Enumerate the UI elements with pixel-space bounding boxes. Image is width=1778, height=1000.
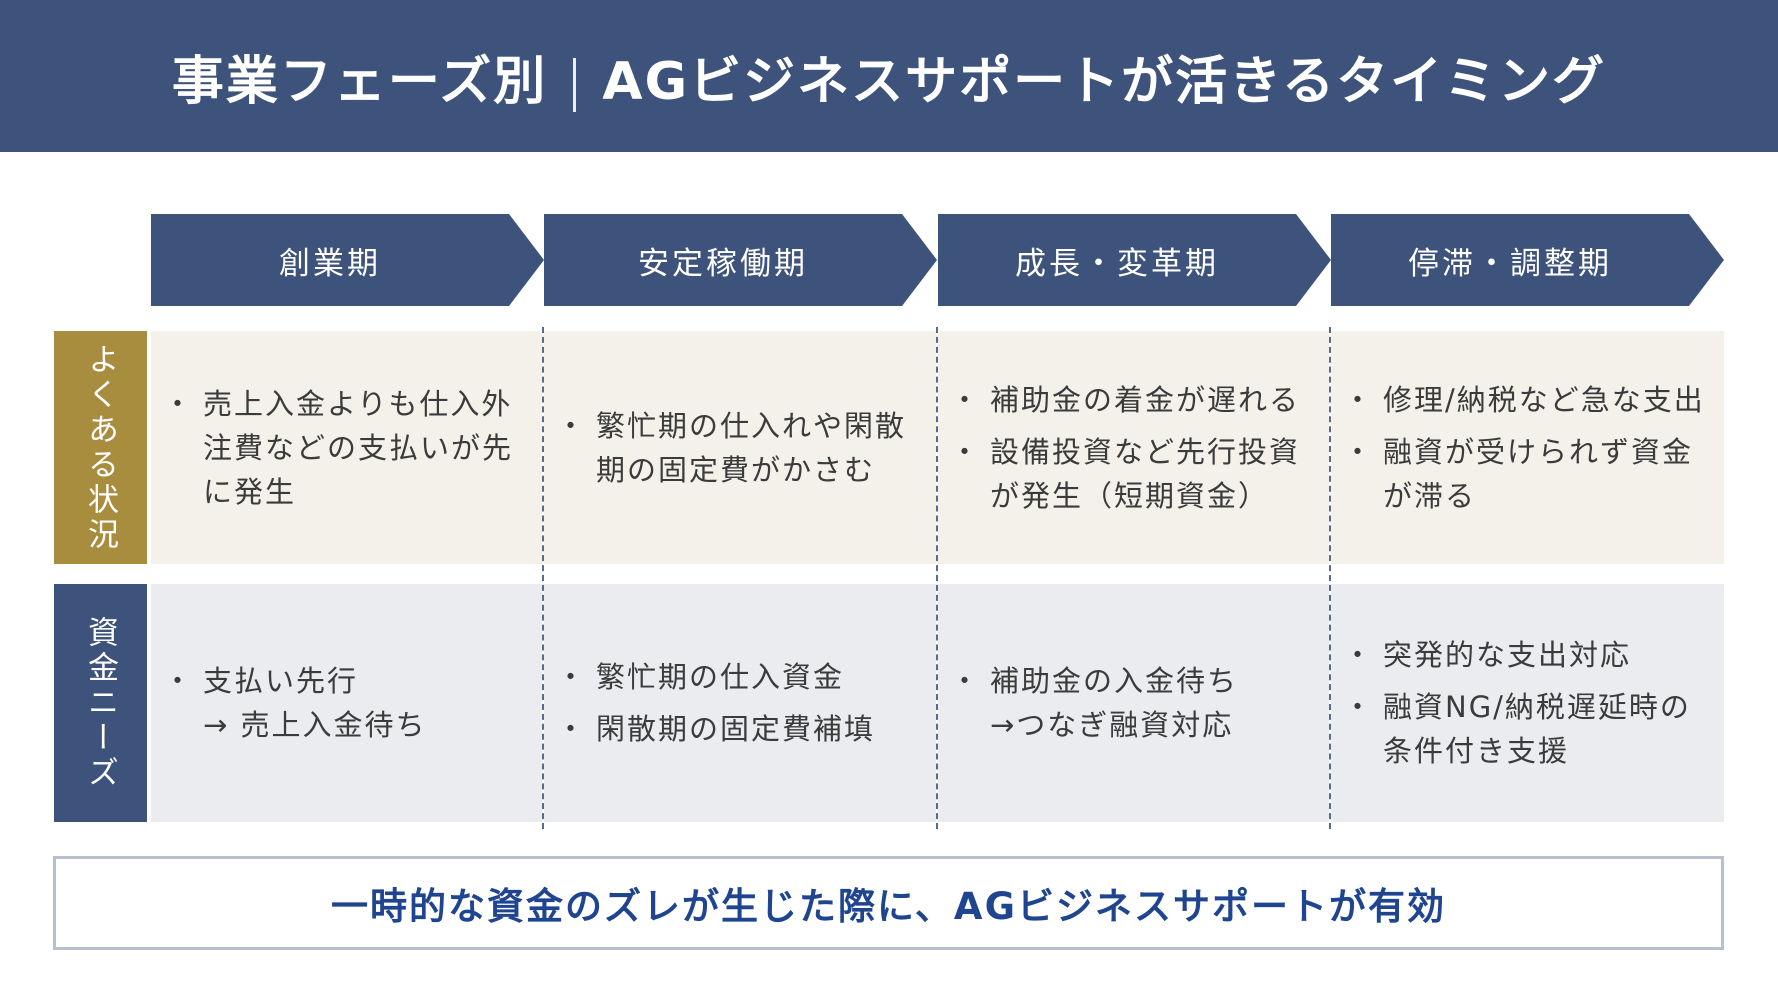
column-divider bbox=[542, 327, 544, 829]
cell-needs-growth: 補助金の入金待ち →つなぎ融資対応 bbox=[938, 584, 1329, 822]
chevron-arrow-icon bbox=[151, 214, 544, 306]
cell-needs-startup: 支払い先行 → 売上入金待ち bbox=[151, 584, 542, 822]
page-title-right: AGビジネスサポートが活きるタイミング bbox=[602, 51, 1607, 112]
bullet-item: 繁忙期の仕入れや閑散期の固定費がかさむ bbox=[556, 404, 926, 492]
page-title: 事業フェーズ別 AGビジネスサポートが活きるタイミング bbox=[172, 39, 1606, 114]
phase-arrow-startup: 創業期 bbox=[151, 214, 544, 306]
cell-situation-growth: 補助金の着金が遅れる 設備投資など先行投資が発生（短期資金） bbox=[938, 331, 1329, 564]
bullet-item: 融資が受けられず資金が滞る bbox=[1343, 430, 1714, 518]
phase-label: 成長・変革期 bbox=[1015, 245, 1219, 282]
cell-situation-startup: 売上入金よりも仕入外注費などの支払いが先に発生 bbox=[151, 331, 542, 564]
bullet-item: 閑散期の固定費補填 bbox=[556, 707, 875, 751]
page-title-left: 事業フェーズ別 bbox=[171, 51, 548, 112]
cell-situation-stable: 繁忙期の仕入れや閑散期の固定費がかさむ bbox=[544, 331, 936, 564]
row-label-funding-needs: 資金ニーズ bbox=[54, 584, 147, 822]
bullet-item: 売上入金よりも仕入外注費などの支払いが先に発生 bbox=[163, 382, 532, 514]
bullet-item: 支払い先行 → 売上入金待ち bbox=[163, 659, 427, 747]
summary-box: 一時的な資金のズレが生じた際に、AGビジネスサポートが有効 bbox=[53, 856, 1724, 950]
chevron-arrow-icon bbox=[544, 214, 937, 306]
bullet-item: 補助金の入金待ち →つなぎ融資対応 bbox=[950, 659, 1238, 747]
chevron-arrow-icon bbox=[938, 214, 1331, 306]
title-banner: 事業フェーズ別 AGビジネスサポートが活きるタイミング bbox=[0, 0, 1778, 152]
phase-arrow-stable: 安定稼働期 bbox=[544, 214, 937, 306]
title-separator bbox=[573, 57, 577, 112]
phase-arrow-growth: 成長・変革期 bbox=[938, 214, 1331, 306]
phase-arrow-stagnation: 停滞・調整期 bbox=[1331, 214, 1724, 306]
bullet-item: 突発的な支出対応 bbox=[1343, 633, 1714, 677]
column-divider bbox=[1329, 327, 1331, 829]
phase-label: 停滞・調整期 bbox=[1408, 245, 1612, 282]
phase-label: 創業期 bbox=[279, 245, 381, 282]
column-divider bbox=[936, 327, 938, 829]
cell-situation-stagnation: 修理/納税など急な支出 融資が受けられず資金が滞る bbox=[1331, 331, 1724, 564]
cell-needs-stable: 繁忙期の仕入資金 閑散期の固定費補填 bbox=[544, 584, 936, 822]
bullet-item: 設備投資など先行投資が発生（短期資金） bbox=[950, 430, 1319, 518]
cell-needs-stagnation: 突発的な支出対応 融資NG/納税遅延時の条件付き支援 bbox=[1331, 584, 1724, 822]
bullet-item: 修理/納税など急な支出 bbox=[1343, 378, 1714, 422]
row-label-situation: よくある状況 bbox=[54, 331, 147, 564]
row-label-text: よくある状況 bbox=[82, 342, 118, 553]
bullet-item: 補助金の着金が遅れる bbox=[950, 378, 1319, 422]
summary-message: 一時的な資金のズレが生じた際に、AGビジネスサポートが有効 bbox=[331, 885, 1446, 928]
chevron-arrow-icon bbox=[1331, 214, 1724, 306]
phase-label: 安定稼働期 bbox=[638, 245, 808, 282]
bullet-item: 繁忙期の仕入資金 bbox=[556, 655, 875, 699]
row-label-text: 資金ニーズ bbox=[82, 615, 118, 791]
bullet-item: 融資NG/納税遅延時の条件付き支援 bbox=[1343, 685, 1714, 773]
